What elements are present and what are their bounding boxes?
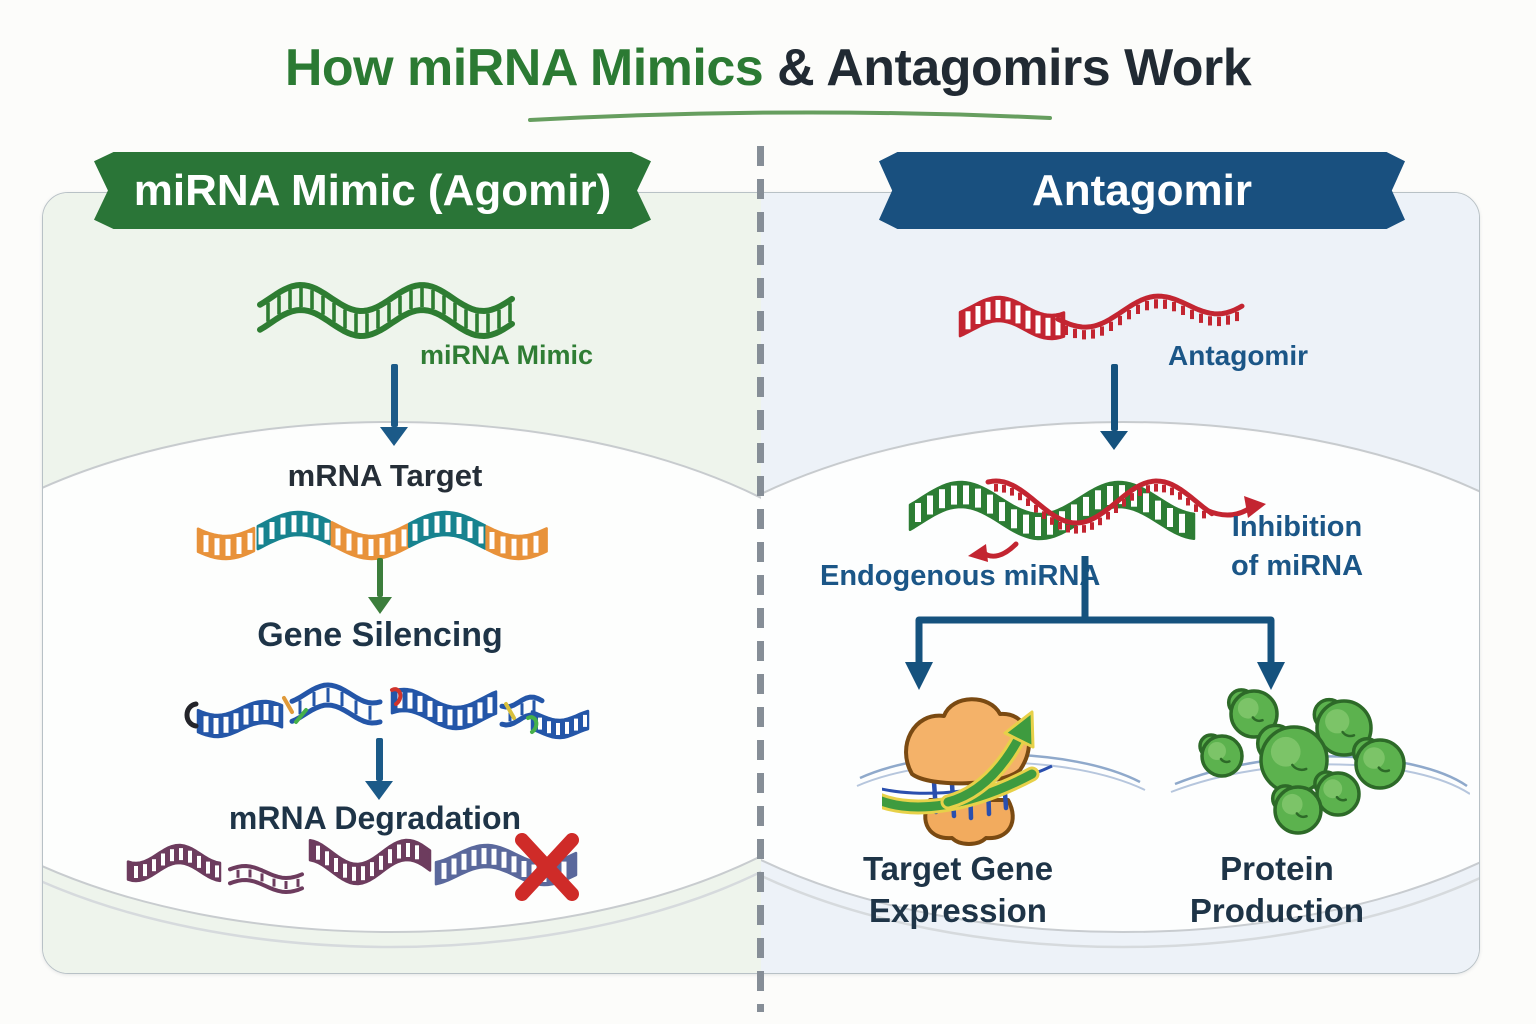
target-mrna-icon xyxy=(196,510,548,561)
down-arrow-icon xyxy=(1100,364,1128,450)
title-part-dark: & Antagomirs Work xyxy=(777,39,1252,97)
outcome-gene-line2: Expression xyxy=(869,892,1047,929)
endogenous-mirna-label: Endogenous miRNA xyxy=(820,560,1101,592)
down-arrow-icon xyxy=(365,738,393,800)
target-gene-expression-label: Target Gene Expression xyxy=(858,848,1058,932)
blocked-mrna-icon xyxy=(434,833,579,901)
mirna-duplex-icon xyxy=(908,478,1266,562)
mimic-strand-label: miRNA Mimic xyxy=(420,340,594,370)
antagomir-strand-label: Antagomir xyxy=(1168,340,1308,371)
title-part-green: How miRNA Mimics xyxy=(284,39,764,97)
right-banner: Antagomir xyxy=(879,152,1405,229)
mimic-strand-icon xyxy=(257,282,515,339)
ribosome-icon xyxy=(882,697,1053,846)
protein-cluster-icon xyxy=(1198,688,1406,835)
gene-silencing-label: Gene Silencing xyxy=(257,616,503,654)
branch-arrow-icon xyxy=(905,556,1285,690)
outcome-gene-line1: Target Gene xyxy=(862,850,1054,887)
inhibition-line1: Inhibition xyxy=(1231,511,1363,543)
inhibition-line2: of miRNA xyxy=(1230,550,1364,582)
antagomir-strand-icon xyxy=(958,293,1245,341)
down-arrow-icon xyxy=(380,364,408,446)
silenced-mrna-icon xyxy=(184,682,590,740)
mrna-target-label: mRNA Target xyxy=(287,458,483,493)
outcome-protein-line2: Production xyxy=(1189,892,1365,929)
left-banner: miRNA Mimic (Agomir) xyxy=(94,152,651,229)
page-title: How miRNA Mimics& Antagomirs Work xyxy=(0,38,1536,98)
outcome-protein-line1: Protein xyxy=(1220,850,1334,887)
mrna-degradation-label: mRNA Degradation xyxy=(228,800,522,836)
inhibition-label: Inhibition of miRNA xyxy=(1212,508,1382,586)
down-arrow-icon xyxy=(368,558,392,614)
protein-production-label: Protein Production xyxy=(1177,848,1377,932)
panel-divider-dashed-line xyxy=(757,146,764,1012)
title-underline-swoosh xyxy=(528,110,1052,122)
degraded-mrna-icon xyxy=(126,838,432,894)
